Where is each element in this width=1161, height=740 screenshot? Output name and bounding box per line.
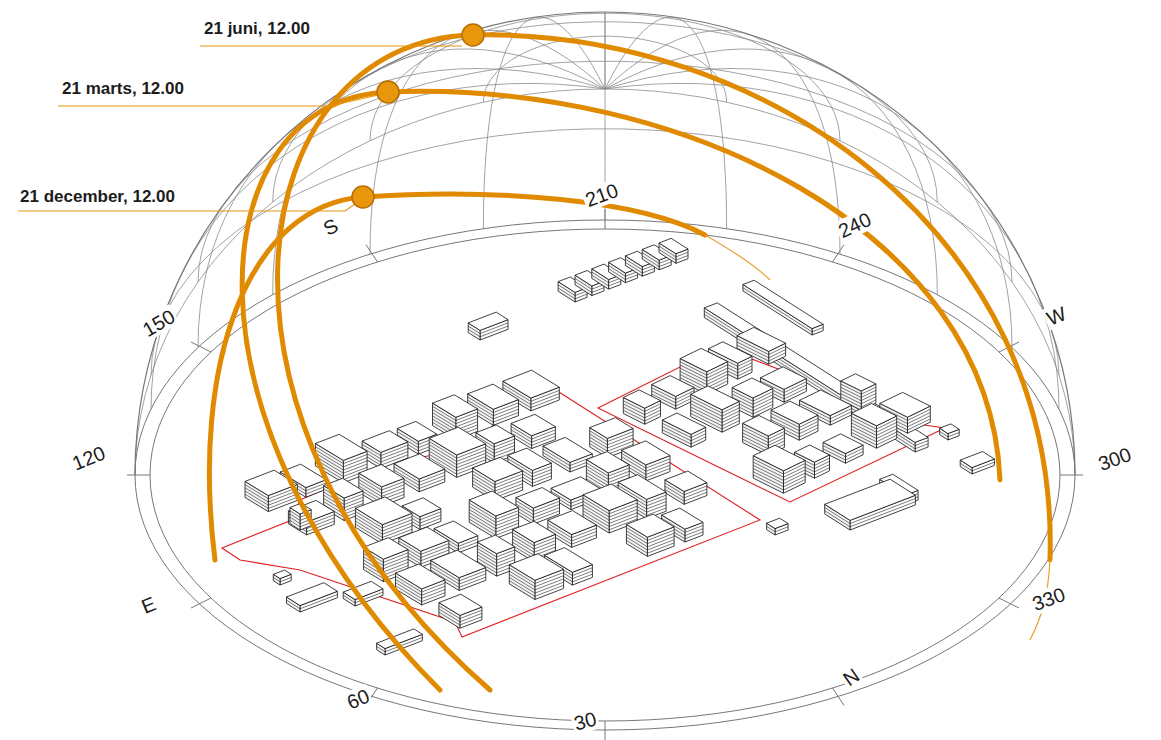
compass-label: 30 <box>570 707 601 735</box>
compass-label: N <box>837 663 865 692</box>
compass-label: S <box>318 213 344 241</box>
compass-label: 330 <box>1027 582 1070 615</box>
building-face <box>753 445 805 471</box>
building-face <box>315 434 367 460</box>
building-face <box>590 418 633 439</box>
building-face <box>359 465 404 487</box>
building-face <box>732 378 773 398</box>
building-face <box>743 415 785 436</box>
building-face <box>439 594 482 615</box>
floor-line <box>623 407 660 418</box>
building-face <box>433 395 478 418</box>
building-face <box>586 452 629 473</box>
building-face <box>399 527 449 551</box>
building-face <box>940 424 960 434</box>
building-face <box>548 511 597 535</box>
building-face <box>825 479 916 520</box>
altitude-line <box>151 129 1059 375</box>
tick-mark <box>191 598 211 608</box>
building-face <box>509 554 563 581</box>
building-face <box>396 564 446 589</box>
meridian-line <box>273 49 605 295</box>
building-face <box>468 384 519 409</box>
meridian-line <box>370 30 605 254</box>
building-face <box>659 238 688 253</box>
meridian-line <box>605 30 840 254</box>
building-face <box>841 374 876 391</box>
building-face <box>623 390 660 408</box>
sun-paths <box>209 35 1050 690</box>
floor-line <box>516 507 560 518</box>
compass-label: E <box>137 592 161 619</box>
building-face <box>823 434 863 454</box>
building-face <box>473 457 523 481</box>
tick-mark <box>191 342 211 352</box>
building-face <box>662 413 705 434</box>
building-face <box>622 441 670 465</box>
tick-mark <box>1060 475 1083 476</box>
building-face <box>691 386 740 410</box>
building-face <box>960 452 994 468</box>
building-face <box>743 280 823 328</box>
meridian-line <box>198 69 605 348</box>
leader-lines <box>18 46 462 211</box>
compass-ticks <box>127 209 1083 740</box>
building-face <box>665 471 707 491</box>
building-face <box>680 348 728 371</box>
altitude-line <box>370 13 840 140</box>
building-face <box>273 570 291 579</box>
tick-mark <box>833 688 845 705</box>
sun-dots <box>352 24 484 208</box>
compass-label: 150 <box>137 304 180 342</box>
compass-label: W <box>1042 302 1071 331</box>
building-face <box>355 497 412 525</box>
building-face <box>583 484 637 511</box>
building-face <box>513 521 556 542</box>
floor-line <box>704 314 928 449</box>
sun-paths-faint <box>705 235 1050 640</box>
date-label: 21 marts, 12.00 <box>62 80 184 99</box>
compass-label: 120 <box>67 441 110 475</box>
building-face <box>477 535 514 554</box>
building-face <box>362 431 408 453</box>
building-face <box>429 427 486 455</box>
building-face <box>771 401 818 424</box>
building-face <box>511 414 555 436</box>
floor-line <box>743 433 785 446</box>
building-face <box>394 454 445 479</box>
tick-mark <box>605 209 606 229</box>
building-face <box>851 404 896 426</box>
building-face <box>704 308 915 452</box>
building-face <box>626 514 674 537</box>
tick-mark <box>366 245 378 262</box>
building-face <box>431 550 486 578</box>
building-face <box>543 437 592 462</box>
tick-mark <box>605 721 606 740</box>
compass-label: 300 <box>1093 442 1136 475</box>
date-label: 21 december, 12.00 <box>20 188 175 207</box>
building-face <box>468 312 508 330</box>
building-face <box>503 370 559 398</box>
tick-mark <box>833 245 845 262</box>
building-face <box>516 488 560 509</box>
building-face <box>652 376 694 397</box>
meridian-line <box>135 89 605 475</box>
floor-line <box>245 494 297 508</box>
floor-line <box>473 481 523 495</box>
building-face <box>767 518 789 528</box>
floor-line <box>590 437 633 448</box>
tick-mark <box>127 475 150 476</box>
meridian-line <box>605 69 1012 348</box>
floor-line <box>359 486 404 500</box>
floor-line <box>841 391 876 401</box>
building-face <box>287 583 338 606</box>
tick-mark <box>999 598 1019 608</box>
date-label: 21 juni, 12.00 <box>204 20 310 39</box>
altitude-line <box>198 61 1012 282</box>
building-face <box>737 327 786 351</box>
floor-line <box>362 451 408 462</box>
building-face <box>469 491 518 516</box>
floor-line <box>623 410 660 421</box>
